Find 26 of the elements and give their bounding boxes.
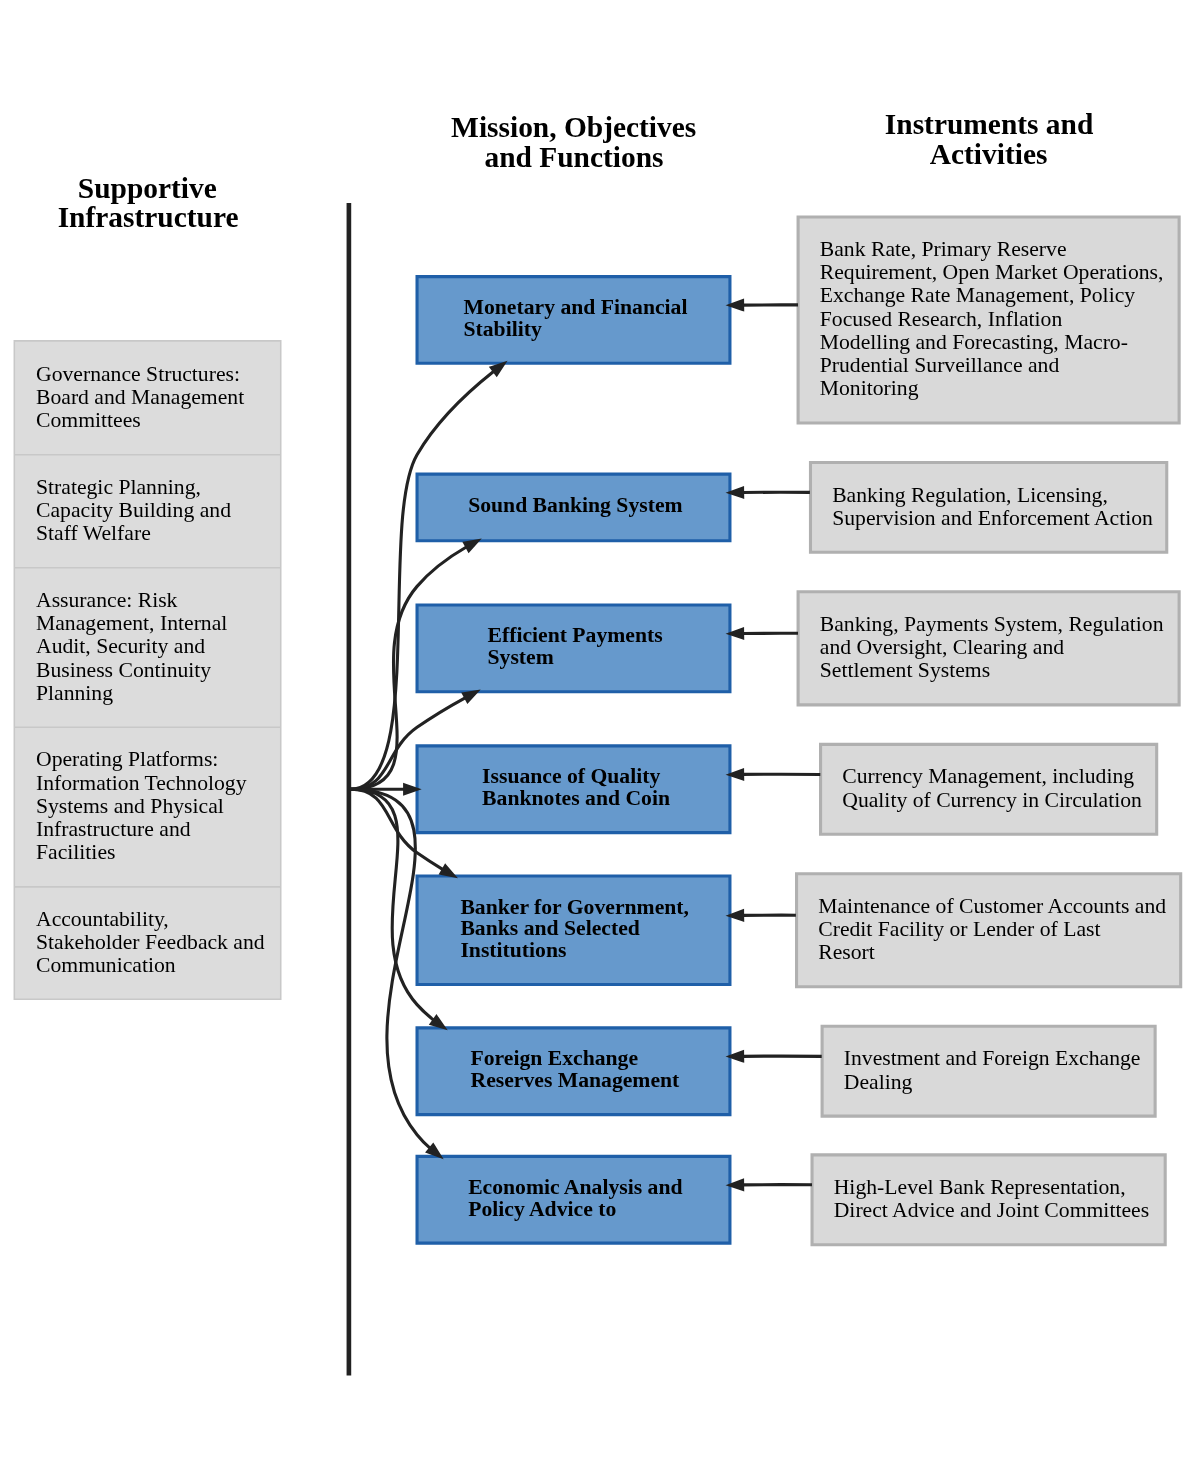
node-box: Banking, Payments System, Regulation and Oversight, Clearing and Settlement Systems [796,589,1181,706]
arrow [725,767,821,781]
label: Supportive Infrastructure [57,171,239,233]
node-box: Monetary and Financial Stability [415,274,732,365]
arrow [725,1177,812,1191]
node-box: Investment and Foreign Exchange Dealing [820,1024,1157,1118]
label: Mission, Objectives and Functions [451,110,697,173]
arrow [725,1049,822,1063]
node-box: Currency Management, including Quality of Currency in Circulation [819,742,1159,836]
node-box: Economic Analysis and Policy Advice to [415,1154,732,1245]
arrow [725,908,796,922]
arrow [725,298,798,312]
node-box: Foreign Exchange Reserves Management [415,1025,732,1116]
node-box: Efficient Payments System [415,602,732,693]
node-box: Banking Regulation, Licensing, Supervision and Enforcement Action [808,460,1169,554]
arrow [350,787,444,1159]
node-box: Issuance of Quality Banknotes and Coin [415,743,732,834]
label: Instruments and Activities [884,107,1094,170]
arrow [725,485,810,499]
node-box: Sound Banking System [415,472,732,542]
node-box: Banker for Government, Banks and Selected Institutions [415,874,732,986]
node-box: Maintenance of Customer Accounts and Credit Facility or Lender of Last Resort [795,871,1183,988]
node-box: High-Level Bank Representation, Direct Advice and Joint Committees [810,1152,1167,1246]
node-bar [346,202,352,1376]
node-box: Bank Rate, Primary Reserve Requirement, Open Market Operations, Exchange Rate Management, Policy Focused Research, Inflation Modelling and Forecasting, Macro-Prudential Surveillance and Monitoring [796,214,1181,424]
arrow [725,626,798,640]
